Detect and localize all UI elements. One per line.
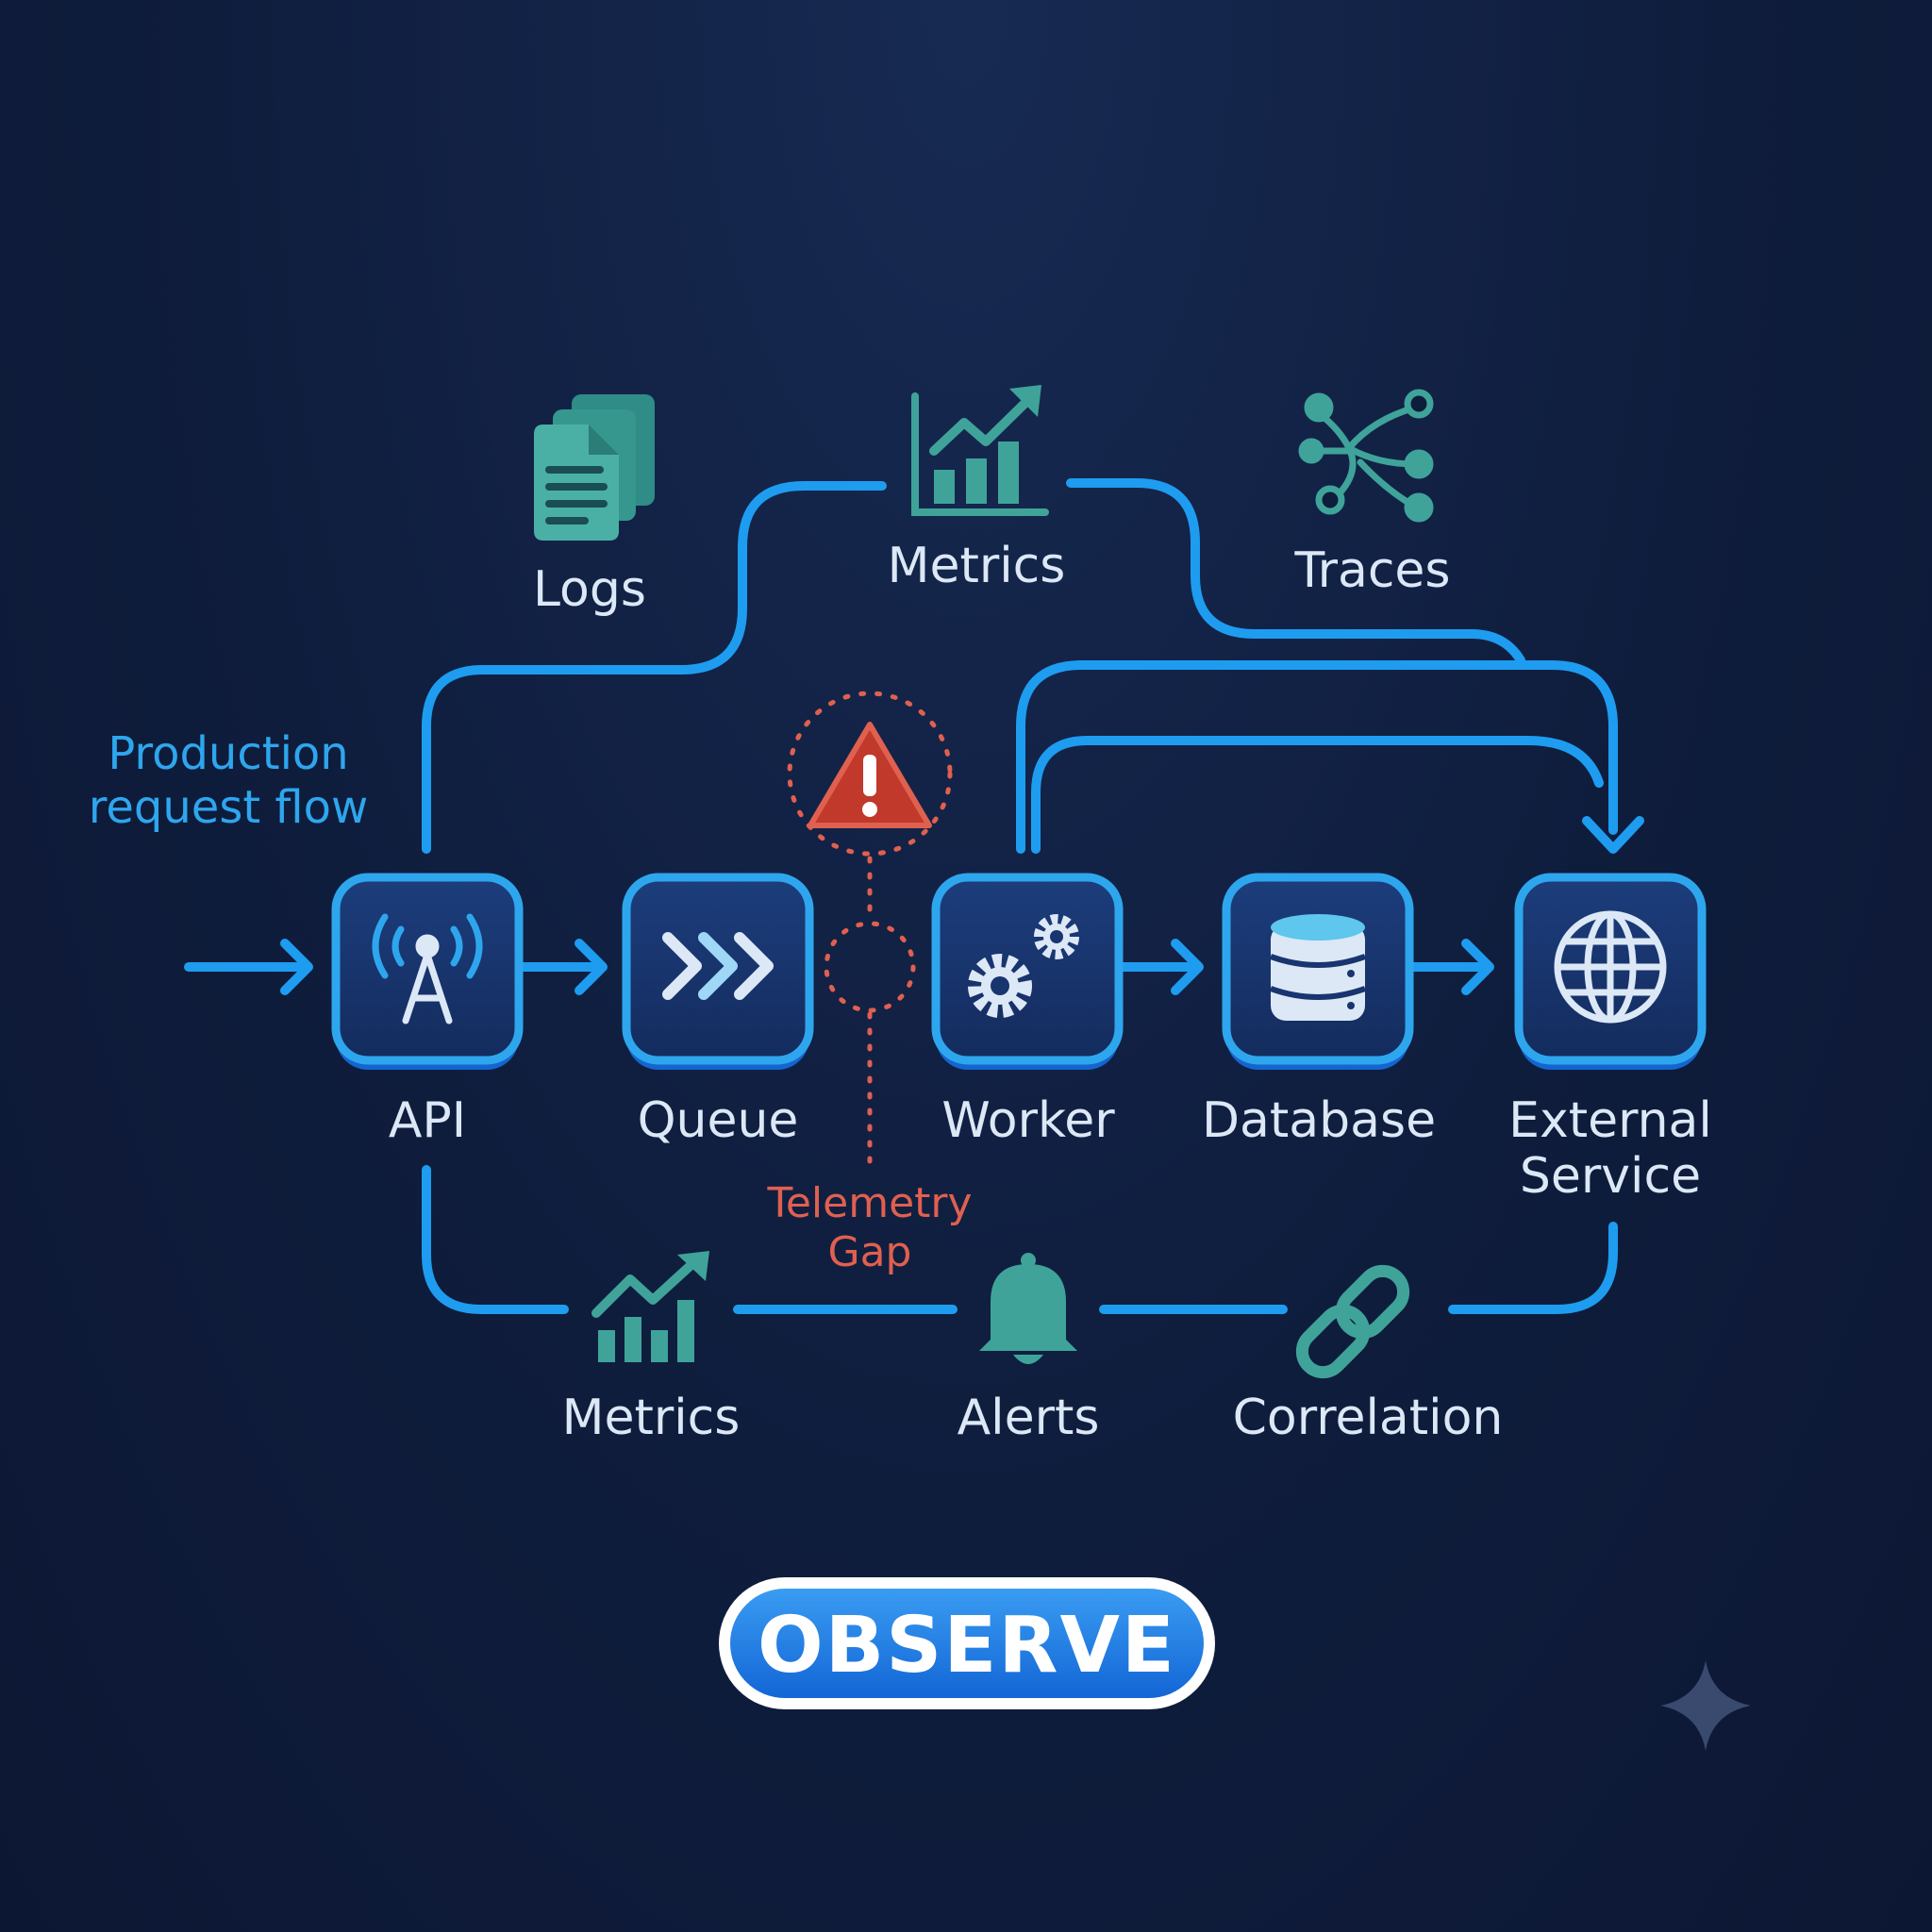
bottom-signal-correlation[interactable]: Correlation <box>1233 1262 1504 1446</box>
antenna-icon <box>372 913 483 1024</box>
node-label-external-line2: Service <box>1520 1148 1701 1205</box>
bell-icon <box>979 1253 1077 1364</box>
node-queue[interactable] <box>622 873 814 1070</box>
flow-database-to-external-head <box>1461 939 1494 995</box>
bottom-signal-label-correlation: Correlation <box>1233 1390 1504 1446</box>
gap-warning-halo <box>787 691 953 857</box>
logs-icon <box>534 394 655 541</box>
connector-api-to-metrics <box>422 481 887 854</box>
top-signal-traces[interactable]: Traces <box>1293 389 1451 599</box>
globe-icon <box>1554 910 1667 1024</box>
bottom-signal-metrics[interactable]: Metrics <box>562 1251 741 1446</box>
chevrons-icon <box>662 932 774 1000</box>
node-external-service[interactable] <box>1514 873 1707 1070</box>
database-icon <box>1269 914 1367 1021</box>
connector-correlation-to-external <box>1448 1222 1618 1314</box>
node-label-external-line1: External <box>1508 1092 1712 1149</box>
bottom-signal-label-metrics: Metrics <box>562 1390 741 1446</box>
bottom-signal-label-alerts: Alerts <box>958 1390 1100 1446</box>
telemetry-gap-label-line2: Gap <box>828 1228 912 1276</box>
telemetry-gap-label-line1: Telemetry <box>766 1179 972 1227</box>
metrics-chart-icon <box>911 385 1049 516</box>
flow-entry-arrowhead <box>280 939 313 995</box>
gap-break-circle <box>824 921 916 1013</box>
top-signal-label-traces: Traces <box>1293 542 1450 599</box>
node-database[interactable] <box>1222 873 1414 1070</box>
sparkle-icon <box>1660 1660 1751 1751</box>
top-signal-logs[interactable]: Logs <box>533 394 655 618</box>
bottom-signal-alerts[interactable]: Alerts <box>958 1253 1100 1446</box>
metrics-chart-icon <box>591 1251 709 1362</box>
node-label-worker: Worker <box>941 1092 1115 1149</box>
gears-icon <box>968 914 1079 1018</box>
observe-button-label: OBSERVE <box>758 1601 1176 1690</box>
connector-worker-outer-loop <box>1016 660 1618 854</box>
top-signal-label-metrics: Metrics <box>888 538 1066 594</box>
flow-api-to-queue-head <box>575 939 608 995</box>
node-label-api: API <box>389 1092 466 1149</box>
node-label-queue: Queue <box>638 1092 799 1149</box>
connector-api-bottom-loop <box>422 1165 569 1314</box>
flow-label-line1: Production <box>108 727 348 780</box>
node-worker[interactable] <box>931 873 1124 1070</box>
flow-worker-to-database-head <box>1171 939 1204 995</box>
flow-label-line2: request flow <box>89 781 369 834</box>
node-api[interactable] <box>331 873 524 1070</box>
traces-icon <box>1298 389 1434 523</box>
node-label-database: Database <box>1202 1092 1436 1149</box>
flow-connectors <box>184 478 1644 1314</box>
telemetry-gap-marker <box>787 691 953 1168</box>
link-icon <box>1295 1264 1410 1379</box>
warning-triangle-icon <box>808 722 932 828</box>
observe-button[interactable]: OBSERVE <box>719 1577 1215 1709</box>
connector-worker-inner-loop <box>1031 736 1604 854</box>
connector-arrowhead-external <box>1582 816 1644 854</box>
connector-metrics-to-external <box>1066 478 1525 665</box>
top-signal-metrics[interactable]: Metrics <box>888 385 1066 594</box>
top-signal-label-logs: Logs <box>533 561 646 618</box>
